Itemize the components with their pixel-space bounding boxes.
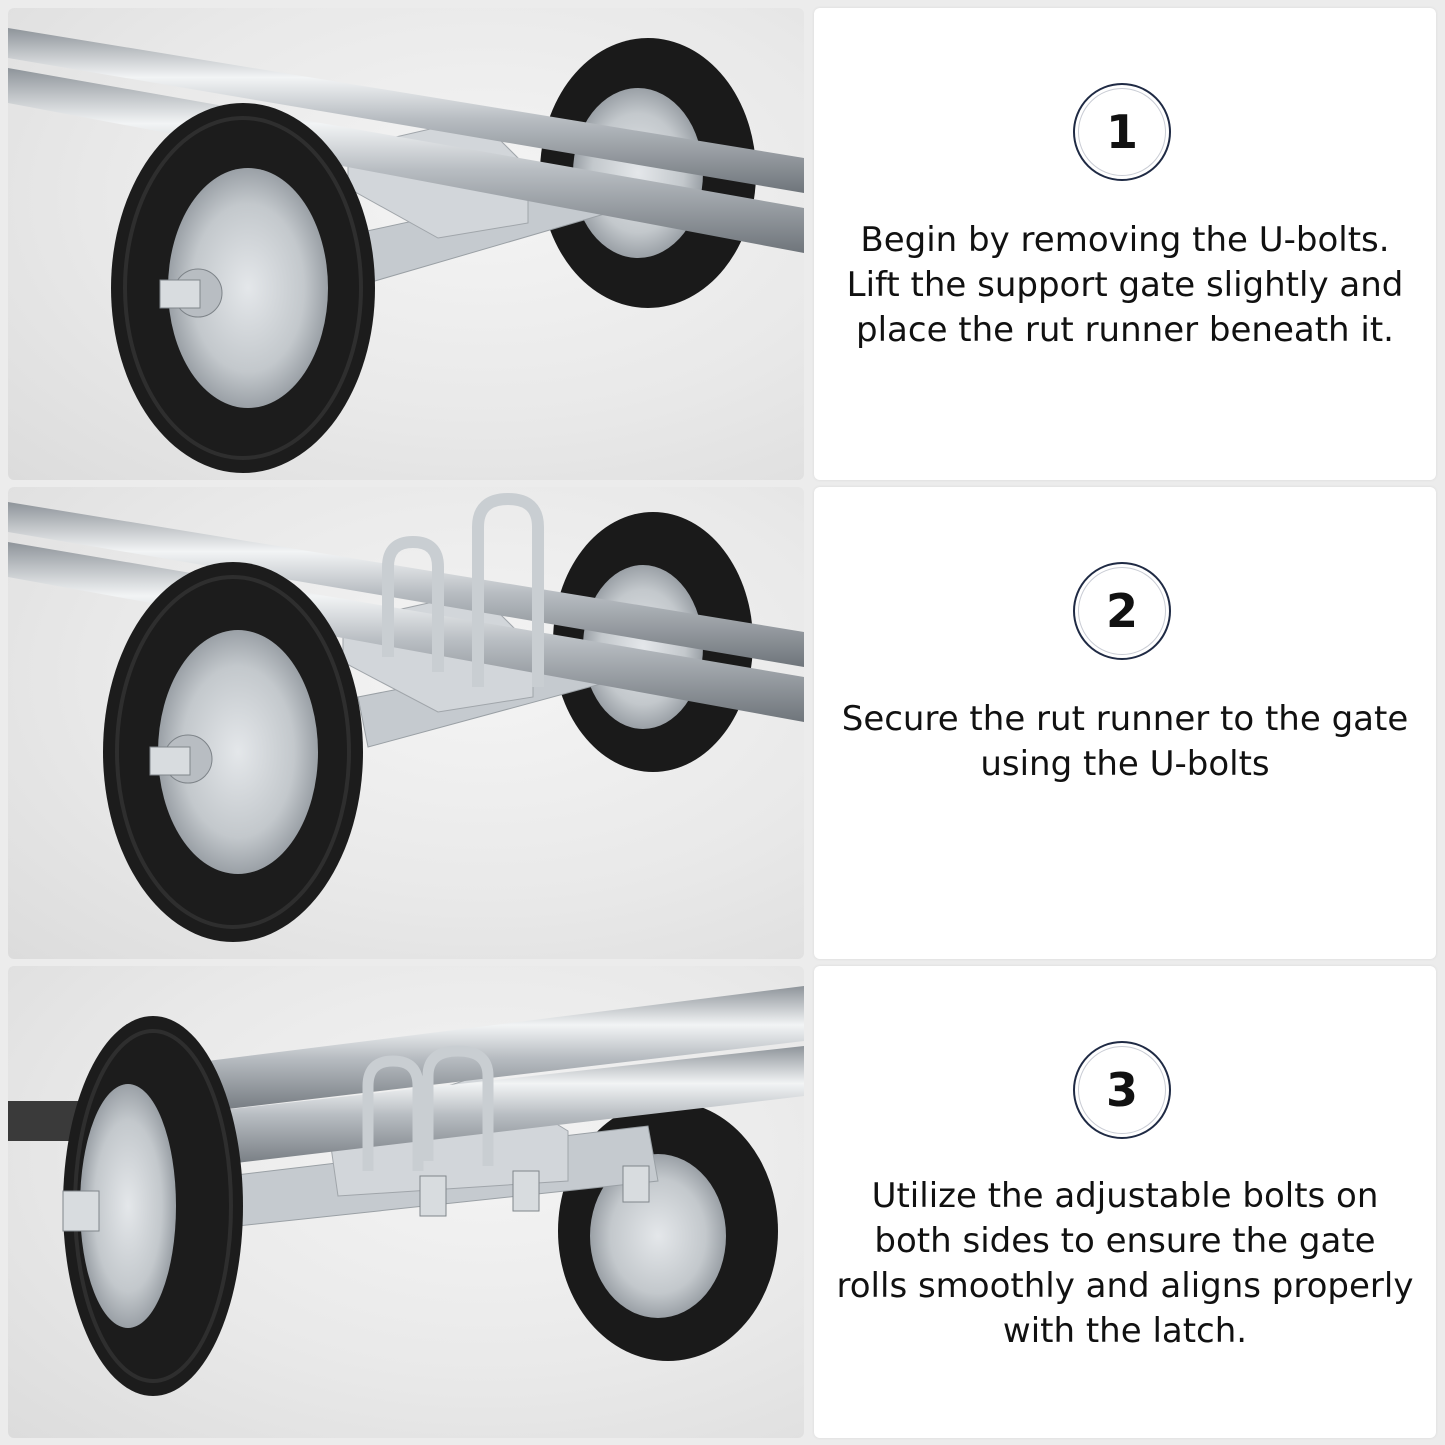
- rut-runner-with-ubolts-illustration: [8, 492, 804, 942]
- step-1-badge: 1: [1073, 83, 1171, 181]
- step-1-instruction: Begin by removing the U-bolts. Lift the …: [846, 220, 1404, 350]
- step-row-3: 3 Utilize the adjustable bolts on both s…: [0, 966, 1445, 1438]
- step-3-instruction: Utilize the adjustable bolts on both sid…: [836, 1176, 1414, 1351]
- step-2-badge: 2: [1073, 562, 1171, 660]
- rut-runner-without-ubolts-illustration: [8, 28, 804, 473]
- step-2-photo: [8, 487, 804, 959]
- step-1-photo: [8, 8, 804, 480]
- step-row-1: 1 Begin by removing the U-bolts. Lift th…: [0, 8, 1445, 480]
- step-2-card: 2 Secure the rut runner to the gate usin…: [814, 487, 1436, 959]
- rut-runner-adjustable-bolts-illustration: [8, 986, 804, 1396]
- step-1-number: 1: [1105, 105, 1138, 159]
- step-3-number: 3: [1105, 1063, 1138, 1117]
- step-3-badge: 3: [1073, 1041, 1171, 1139]
- step-3-photo: [8, 966, 804, 1438]
- step-1-card: 1 Begin by removing the U-bolts. Lift th…: [814, 8, 1436, 480]
- step-3-card: 3 Utilize the adjustable bolts on both s…: [814, 966, 1436, 1438]
- step-2-number: 2: [1105, 584, 1138, 638]
- step-row-2: 2 Secure the rut runner to the gate usin…: [0, 487, 1445, 959]
- step-2-instruction: Secure the rut runner to the gate using …: [841, 699, 1409, 784]
